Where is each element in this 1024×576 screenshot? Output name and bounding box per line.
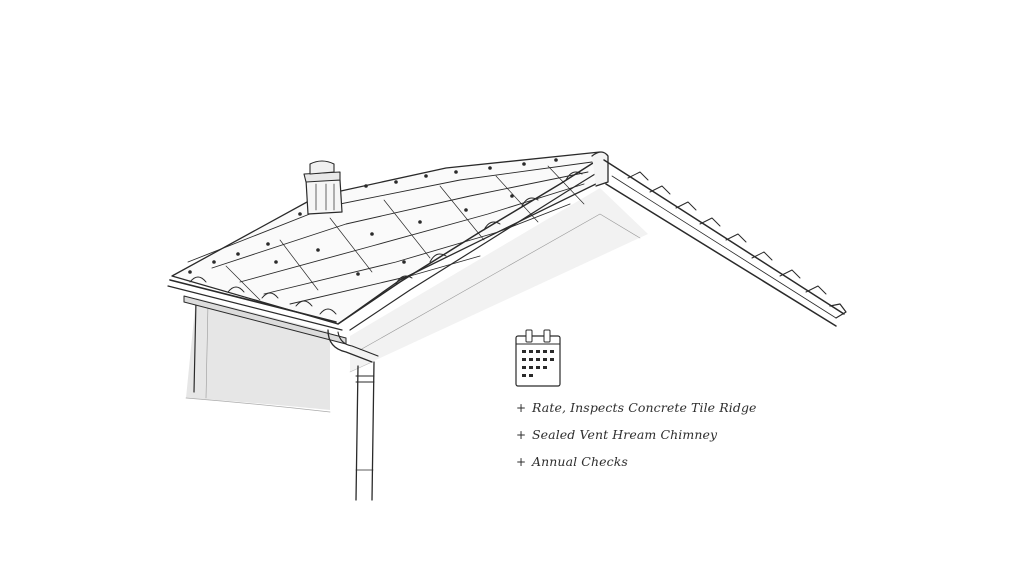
downpipe xyxy=(327,329,379,501)
maintenance-notes: + Rate, Inspects Concrete Tile Ridge + Sea… xyxy=(516,399,757,480)
note-text: Rate, Inspects Concrete Tile Ridge xyxy=(532,400,757,415)
note-item: + Sealed Vent Hream Chimney xyxy=(516,426,757,453)
note-item: + Rate, Inspects Concrete Tile Ridge xyxy=(516,399,757,426)
chimney xyxy=(303,160,343,215)
eave-gutter xyxy=(167,276,347,345)
note-text: Annual Checks xyxy=(532,454,628,469)
front-wall xyxy=(185,188,600,413)
barge-tiles-right xyxy=(603,159,847,327)
note-text: Sealed Vent Hream Chimney xyxy=(532,427,718,442)
note-item: + Annual Checks xyxy=(516,453,757,480)
plus-marker: + xyxy=(516,401,527,415)
calendar-icon xyxy=(515,329,561,387)
plus-marker: + xyxy=(516,428,527,442)
plus-marker: + xyxy=(516,455,527,469)
gable-wall xyxy=(349,188,648,373)
ridge-tiles-front xyxy=(337,155,609,331)
